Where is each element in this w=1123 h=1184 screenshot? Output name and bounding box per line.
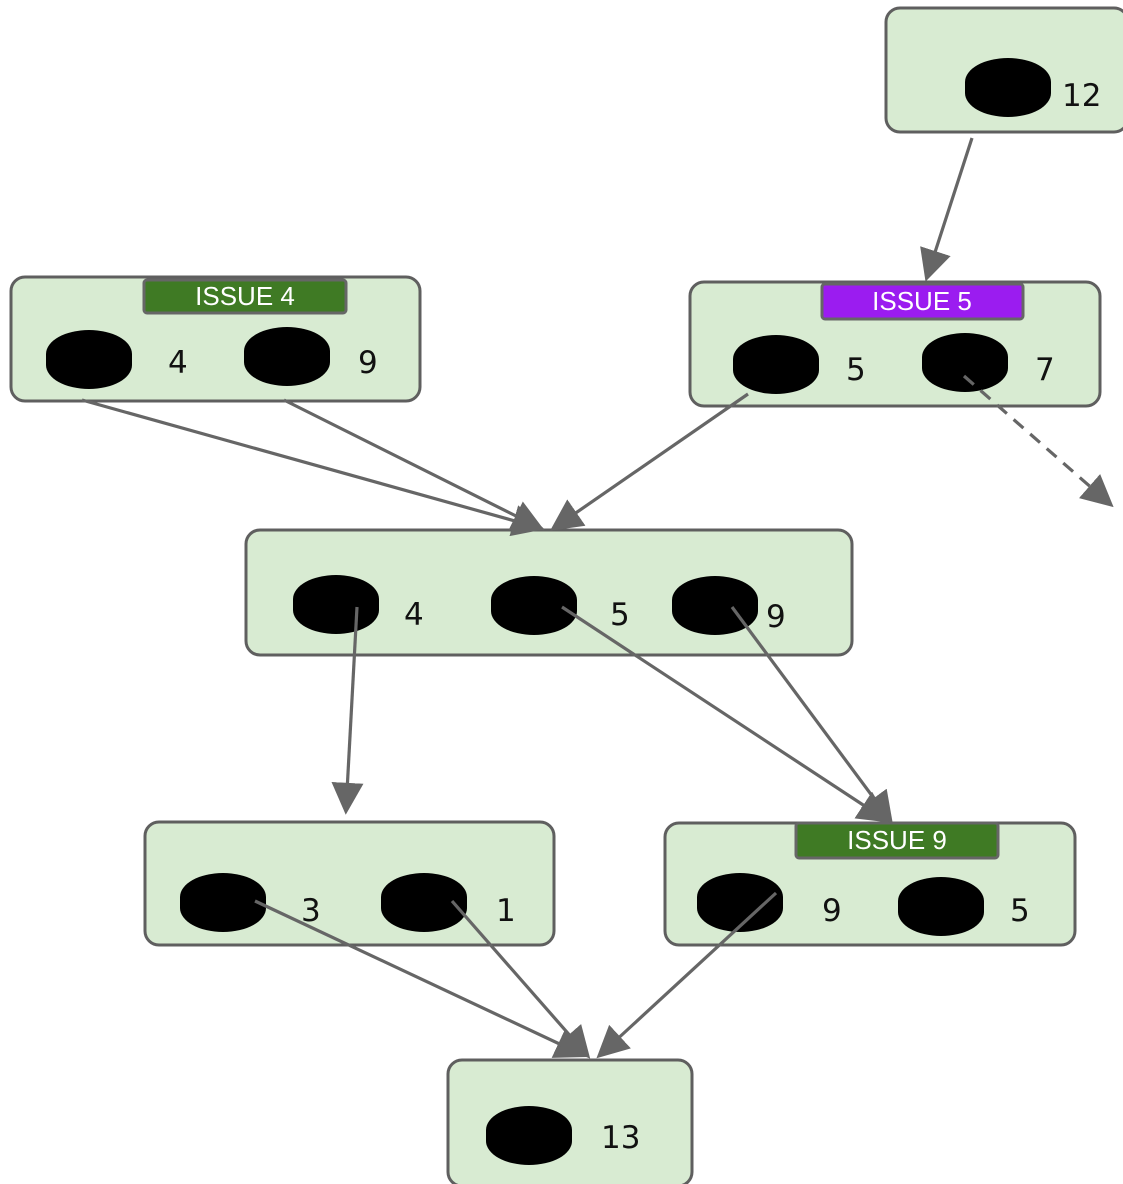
edges (81, 137, 1114, 1059)
node-bottom: 13 (446, 1058, 694, 1184)
coin-label: 5 (846, 352, 866, 388)
issue-badge-text: ISSUE 9 (847, 825, 947, 855)
node-issue-4: ISSUE 4 4 9 (9, 275, 422, 403)
coin-label: 12 (1062, 78, 1101, 114)
coin-green-13 (486, 1106, 572, 1165)
edge-middle-9-to-issue9 (730, 606, 893, 824)
coin-label: 13 (601, 1120, 640, 1156)
coin-green-4 (46, 330, 132, 389)
coin-gray-9 (244, 327, 330, 386)
issue-badge-text: ISSUE 5 (872, 286, 972, 316)
coin-green-9 (697, 873, 783, 932)
coin-label: 4 (168, 345, 188, 381)
coin-label: 9 (822, 893, 842, 929)
edge-lower-1-to-bottom (450, 899, 591, 1059)
coin-gray-12 (965, 58, 1051, 117)
coin-label: 1 (496, 893, 516, 929)
edge-lower-3-to-bottom (254, 899, 588, 1058)
coin-label: 4 (404, 597, 424, 633)
edge-middle-5-to-issue9 (561, 605, 891, 823)
coin-purple-5 (733, 335, 819, 394)
coin-purple-5 (491, 576, 577, 635)
coin-label: 5 (1010, 893, 1030, 929)
coin-purple-5 (898, 877, 984, 936)
coin-gray-7 (922, 333, 1008, 392)
edge-issue9-9-to-bottom (596, 891, 778, 1059)
edge-issue4-4-to-middle (81, 398, 545, 537)
edge-issue5-5-to-middle (550, 392, 749, 531)
coin-label: 5 (610, 597, 630, 633)
coin-label: 9 (358, 345, 378, 381)
edge-issue4-9-to-middle (283, 398, 545, 531)
coin-green-3 (180, 873, 266, 932)
node-top-right: 12 (884, 6, 1123, 134)
coin-label: 9 (766, 599, 786, 635)
coin-label: 7 (1035, 352, 1055, 388)
edge-issue5-7-dashed (962, 374, 1114, 508)
issue-badge (142, 278, 348, 315)
issue-badge-text: ISSUE 4 (195, 281, 295, 311)
coin-label: 3 (301, 893, 321, 929)
edge-12-to-issue-5 (920, 137, 974, 282)
node-issue-5: ISSUE 5 5 7 (688, 280, 1102, 408)
node-middle: 4 5 9 (244, 528, 854, 657)
issue-badge (794, 821, 1000, 860)
edge-middle-4-to-lower-left (331, 606, 364, 815)
issue-badge (820, 282, 1025, 321)
node-issue-9: ISSUE 9 9 5 (663, 821, 1077, 947)
coin-green-4 (293, 575, 379, 634)
node-lower-left: 3 1 (143, 820, 556, 947)
